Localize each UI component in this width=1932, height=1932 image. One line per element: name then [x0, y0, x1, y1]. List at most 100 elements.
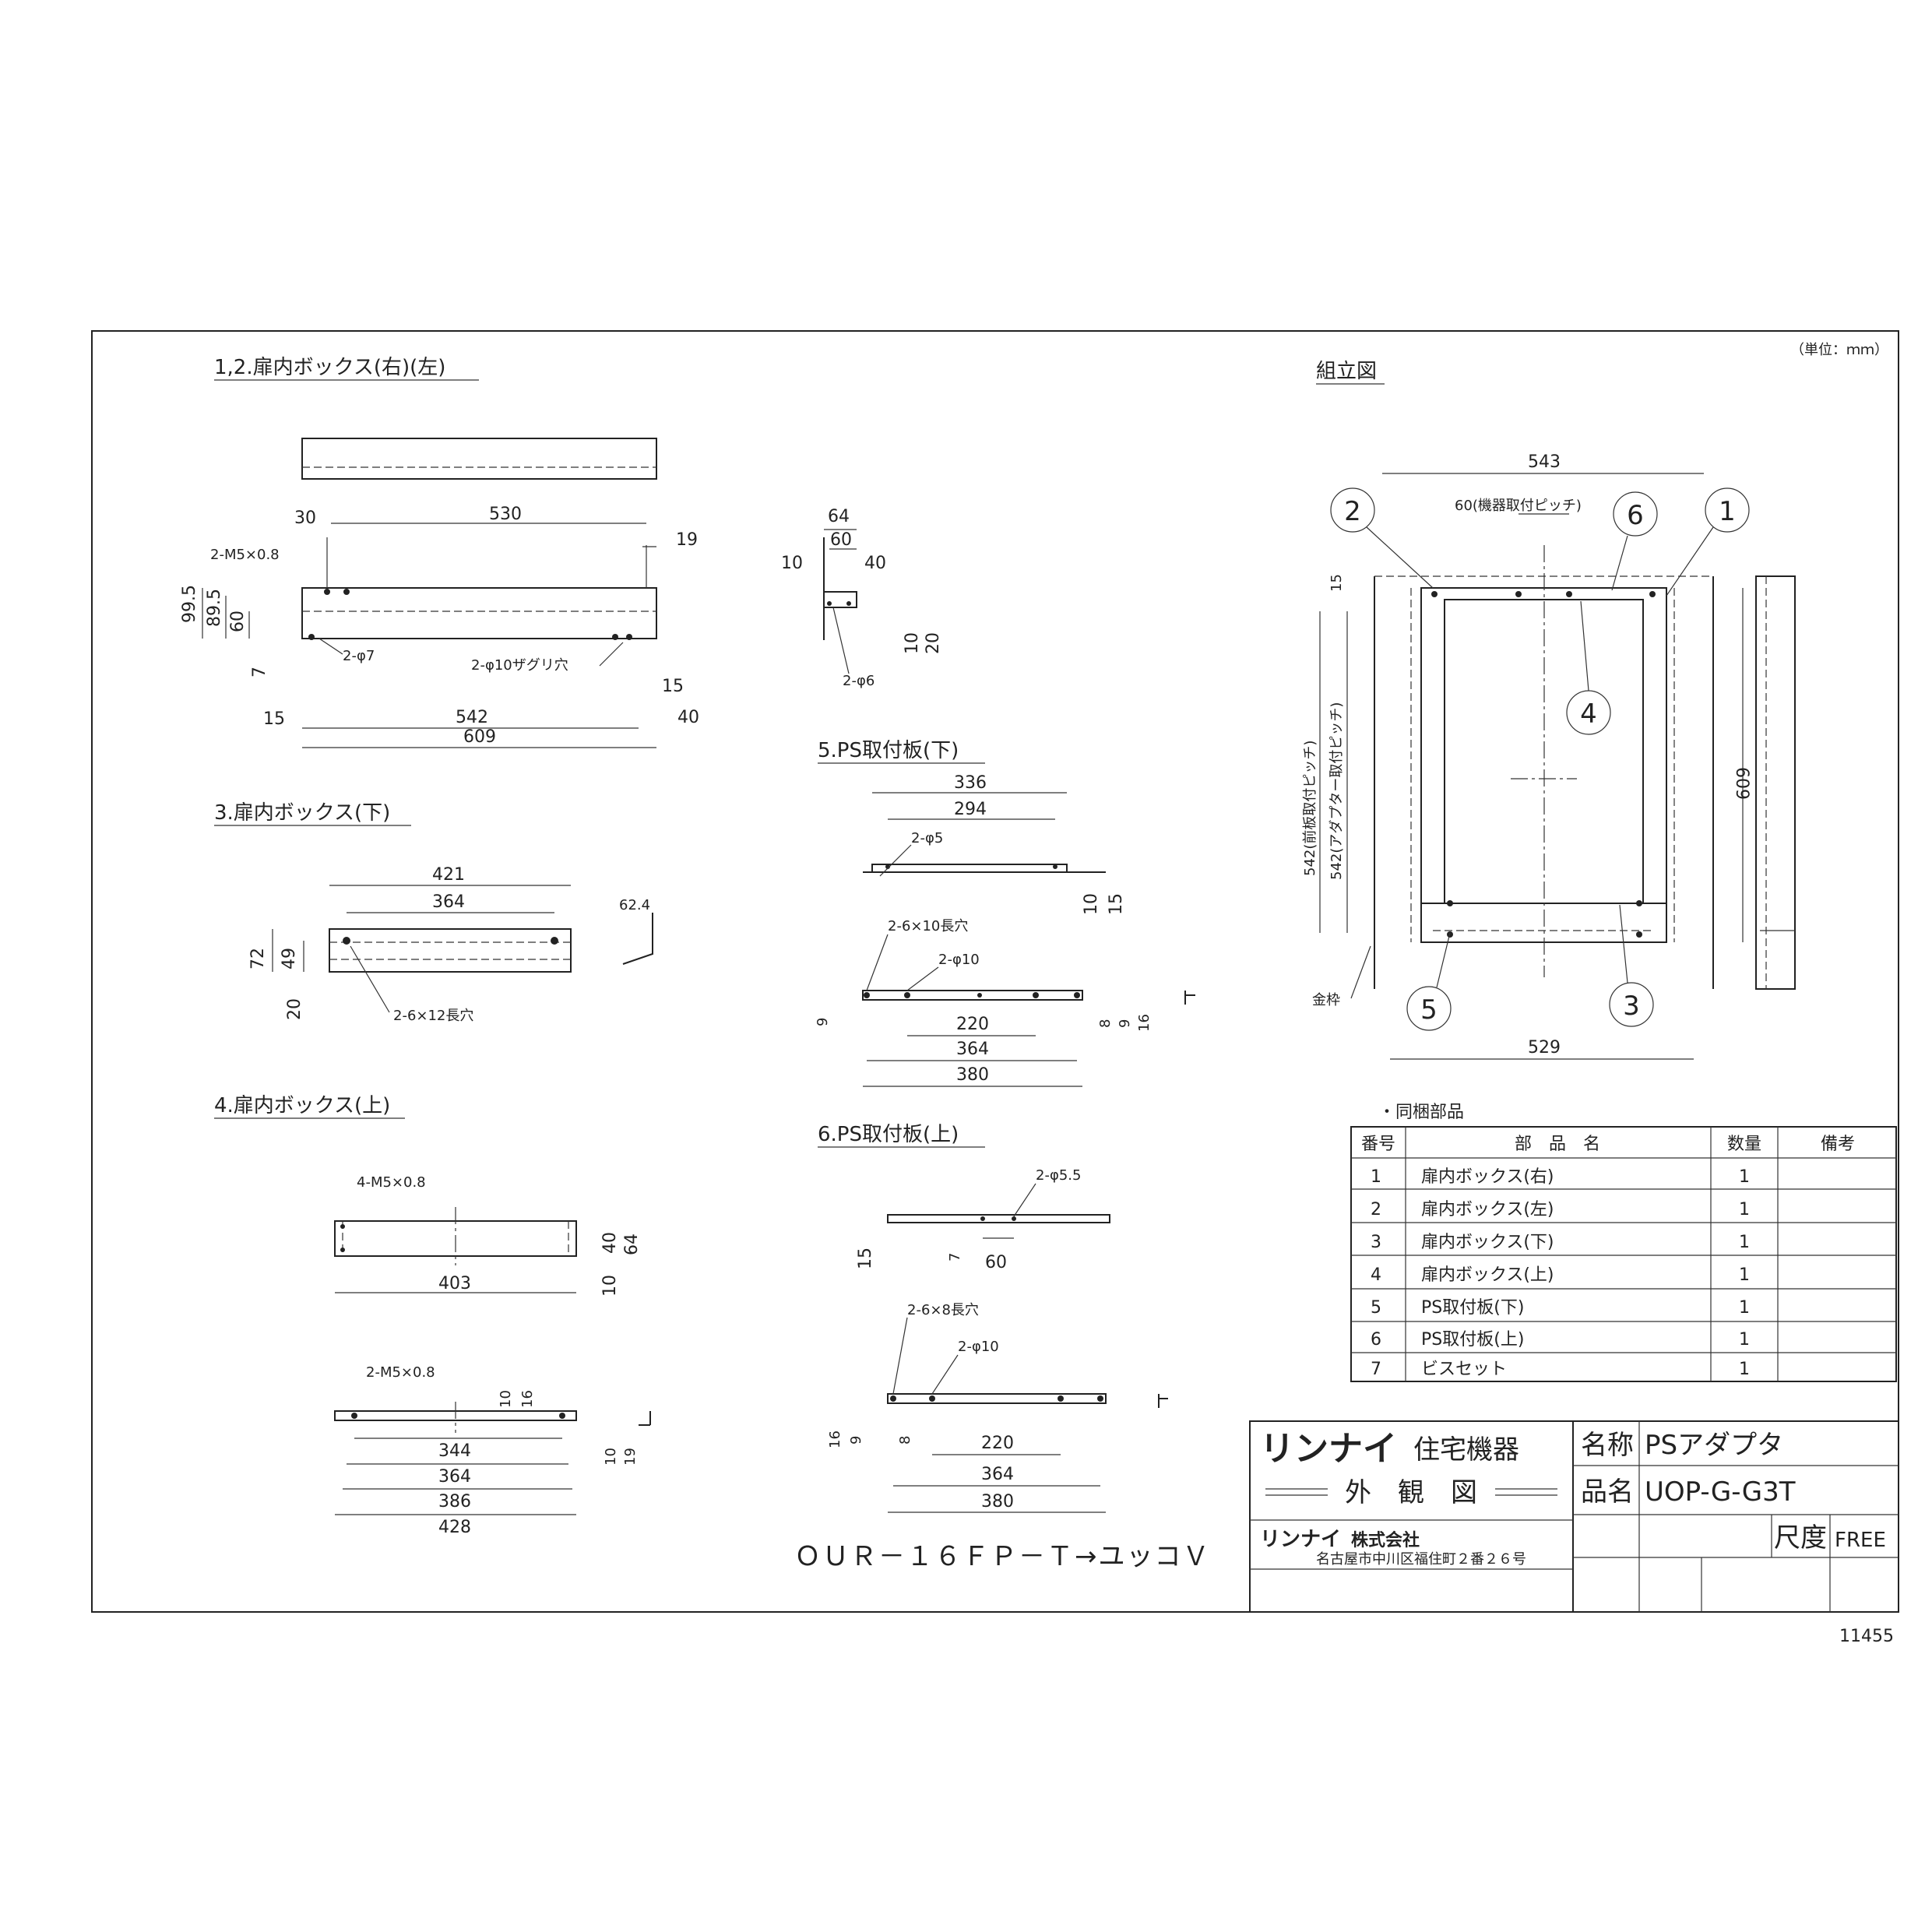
- dim: 529: [1528, 1038, 1561, 1057]
- balloon: 4: [1566, 600, 1611, 735]
- dim: 40: [677, 708, 699, 727]
- table-row: 3 扉内ボックス(下) 1: [1371, 1233, 1750, 1252]
- balloon: 6: [1611, 491, 1658, 591]
- dim: 40: [600, 1232, 620, 1254]
- dim: 62.4: [619, 897, 650, 913]
- table-row: 6 PS取付板(上) 1: [1371, 1330, 1750, 1350]
- dim: 16: [519, 1390, 536, 1408]
- dim: 609: [1732, 767, 1751, 800]
- brand-logo: リンナイ: [1260, 1429, 1397, 1469]
- svg-text:7: 7: [1371, 1360, 1381, 1379]
- svg-text:PS取付板(上): PS取付板(上): [1421, 1330, 1524, 1350]
- product-label: 品名: [1581, 1476, 1634, 1508]
- svg-text:扉内ボックス(左): 扉内ボックス(左): [1421, 1200, 1554, 1219]
- dim: 380: [956, 1065, 989, 1085]
- callout: 2-6×12長穴: [393, 1008, 473, 1024]
- callout: 2-φ5.5: [1036, 1167, 1081, 1184]
- callout: 2-6×8長穴: [907, 1302, 979, 1318]
- table-row: 4 扉内ボックス(上) 1: [1371, 1265, 1750, 1285]
- dim: 60: [228, 611, 248, 632]
- svg-text:2: 2: [1371, 1200, 1381, 1219]
- dim: 542(アダプター取付ピッチ): [1328, 702, 1345, 880]
- balloon: 5: [1406, 932, 1452, 1031]
- svg-text:PS取付板(下): PS取付板(下): [1421, 1298, 1524, 1318]
- callout: 2-6×10長穴: [888, 918, 968, 934]
- dim: 428: [438, 1518, 471, 1537]
- view-title-5: 5.PS取付板(下): [818, 739, 959, 762]
- view-door-box-bottom: 3.扉内ボックス(下) 421 364 72 49 20 2-6×12長穴 62…: [214, 801, 653, 1024]
- svg-text:1: 1: [1371, 1167, 1381, 1187]
- svg-text:6: 6: [1627, 500, 1644, 531]
- dim: 421: [432, 865, 465, 885]
- view-title-4: 4.扉内ボックス(上): [214, 1094, 390, 1117]
- sheet-border: [91, 330, 1899, 1613]
- dim: 9: [815, 1018, 831, 1026]
- table-row: 5 PS取付板(下) 1: [1371, 1298, 1750, 1318]
- table-row: 7 ビスセット 1: [1371, 1360, 1750, 1379]
- dim: 60: [830, 530, 852, 550]
- dim: 364: [438, 1467, 471, 1487]
- ps-plate-top-edge: [887, 1214, 1110, 1223]
- dim: 49: [280, 948, 299, 970]
- dim: 530: [489, 505, 522, 524]
- dim: 336: [954, 773, 987, 793]
- product-value: UOP-G-G3T: [1645, 1476, 1796, 1508]
- balloon: 2: [1330, 487, 1434, 589]
- dim: 609: [463, 727, 496, 747]
- svg-text:ビスセット: ビスセット: [1421, 1360, 1507, 1379]
- dim: 364: [981, 1465, 1014, 1484]
- callout: 2-M5×0.8: [366, 1364, 435, 1381]
- view-door-box-right-left: 1,2.扉内ボックス(右)(左) 30 530 19 2-M5×0.8 99.5…: [180, 356, 699, 748]
- callout: 4-M5×0.8: [357, 1174, 426, 1191]
- dim: 60(機器取付ピッチ): [1455, 498, 1582, 514]
- dim: 10: [1082, 893, 1101, 915]
- dim: 15: [1328, 574, 1345, 592]
- dim: 72: [248, 948, 268, 970]
- company-address: 名古屋市中川区福住町２番２６号: [1316, 1551, 1526, 1568]
- dim: 16: [827, 1431, 843, 1448]
- svg-text:2: 2: [1344, 496, 1361, 527]
- dim: 220: [981, 1434, 1014, 1453]
- dim: 64: [622, 1233, 642, 1255]
- svg-text:1: 1: [1739, 1200, 1750, 1219]
- box-top-view: [301, 438, 657, 480]
- svg-text:扉内ボックス(上): 扉内ボックス(上): [1421, 1265, 1554, 1285]
- dim: 10: [781, 554, 803, 573]
- callout: 2-φ10ザグリ穴: [471, 657, 568, 674]
- name-label: 名称: [1581, 1430, 1634, 1461]
- dim: 19: [676, 530, 698, 550]
- svg-text:3: 3: [1623, 991, 1640, 1022]
- label-metal-frame: 金枠: [1312, 992, 1340, 1008]
- dim: 15: [662, 677, 684, 696]
- dim: 30: [294, 509, 316, 528]
- svg-text:6: 6: [1371, 1330, 1381, 1350]
- balloon: 3: [1609, 904, 1654, 1027]
- bottom-box-elevation: [329, 928, 572, 973]
- svg-text:5: 5: [1420, 994, 1438, 1026]
- dim: 16: [1136, 1014, 1153, 1032]
- callout: 2-φ10: [938, 952, 980, 968]
- company-logo: リンナイ: [1260, 1528, 1341, 1551]
- view-door-box-top: 4.扉内ボックス(上) 4-M5×0.8 40 64 403 10 2-M5×0…: [214, 1094, 651, 1537]
- dim: 364: [432, 892, 465, 912]
- dim: 403: [438, 1274, 471, 1293]
- dim: 15: [856, 1248, 875, 1269]
- dim: 9: [1117, 1019, 1133, 1028]
- dim: 10: [603, 1448, 619, 1466]
- assembly-side-view: [1755, 575, 1796, 990]
- view-assembly: 組立図 543 60(機器取付ピッチ) 15 542(前板取付ピッチ) 542(…: [1302, 360, 1796, 1060]
- drawing-kind: 外 観 図: [1345, 1477, 1477, 1508]
- svg-text:1: 1: [1739, 1265, 1750, 1285]
- dim: 20: [285, 998, 304, 1020]
- parts-table: ・同梱部品 番号 部 品 名 数量 備考 1 扉内ボックス(右) 1 2 扉内ボ…: [1350, 1103, 1897, 1382]
- dim: 40: [864, 554, 886, 573]
- dim: 15: [263, 709, 285, 729]
- table-header: 備考: [1821, 1135, 1855, 1154]
- callout: 2-φ6: [843, 673, 875, 689]
- callout: 2-φ10: [958, 1339, 999, 1355]
- scale-label: 尺度: [1774, 1522, 1827, 1554]
- svg-text:1: 1: [1719, 496, 1736, 527]
- dim: 10: [498, 1390, 514, 1408]
- view-title-6: 6.PS取付板(上): [818, 1123, 959, 1146]
